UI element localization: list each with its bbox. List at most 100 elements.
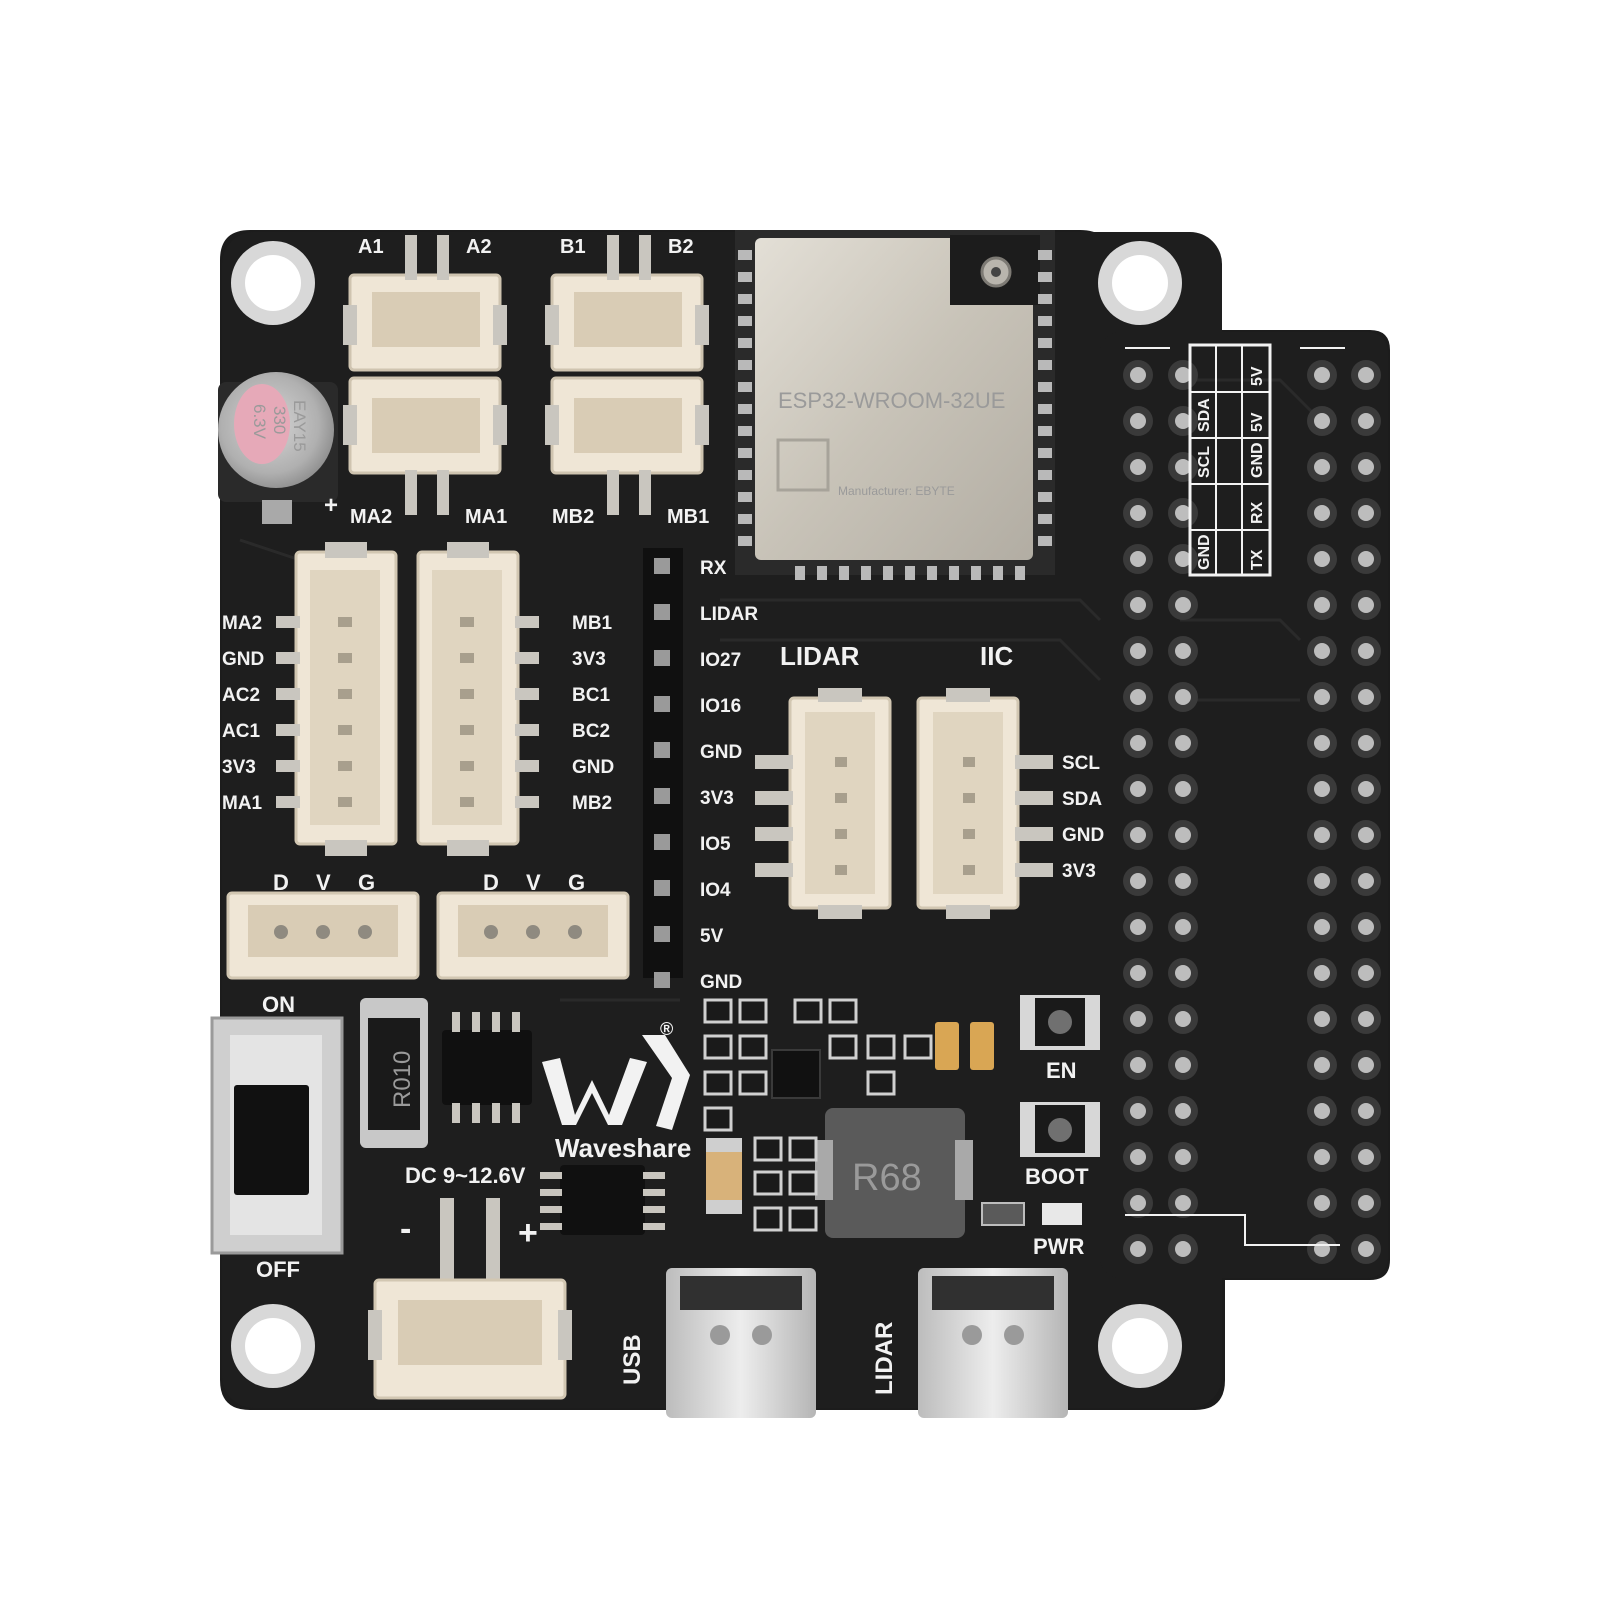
lidar-pin bbox=[755, 827, 793, 841]
left-header-label: MA1 bbox=[222, 793, 263, 814]
module-mfr: Manufacturer: EBYTE bbox=[838, 484, 955, 498]
header-pin bbox=[1314, 551, 1330, 567]
dc-plus: + bbox=[518, 1214, 538, 1252]
switch-off-label: OFF bbox=[256, 1257, 300, 1282]
header-pin bbox=[1130, 643, 1146, 659]
pin-column-label: IO5 bbox=[700, 834, 731, 855]
module-pad bbox=[738, 316, 752, 326]
right-header-label: BC2 bbox=[572, 721, 610, 742]
right-header-label: MB2 bbox=[572, 793, 612, 814]
header-pin bbox=[1175, 1149, 1191, 1165]
header-pin bbox=[1130, 689, 1146, 705]
lidar-contact bbox=[835, 793, 847, 803]
lidar-pin bbox=[755, 791, 793, 805]
iic-contact bbox=[963, 829, 975, 839]
header-pin bbox=[1175, 1011, 1191, 1027]
cap-text-3: 6.3V bbox=[250, 404, 269, 440]
header-pin bbox=[1175, 1195, 1191, 1211]
module-pad bbox=[738, 492, 752, 502]
iic-pin bbox=[1015, 827, 1053, 841]
encoder-pin bbox=[515, 616, 539, 628]
motor-connectors bbox=[343, 235, 709, 515]
header-pin bbox=[1358, 597, 1374, 613]
encoder-pin bbox=[515, 796, 539, 808]
usb-c-port[interactable] bbox=[666, 1268, 816, 1418]
module-pads bbox=[738, 250, 1052, 580]
en-button[interactable] bbox=[1020, 995, 1100, 1050]
left-header-label: 3V3 bbox=[222, 757, 256, 778]
pin-column-label: 3V3 bbox=[700, 788, 734, 809]
usb-c-lidar-port[interactable] bbox=[918, 1268, 1068, 1418]
iic-contact bbox=[963, 793, 975, 803]
smd-pad bbox=[703, 1106, 733, 1132]
label-a1: A1 bbox=[358, 236, 384, 258]
header-pin bbox=[1358, 1149, 1374, 1165]
usb-label: USB bbox=[619, 1334, 646, 1385]
gpio-table-cell: 5V bbox=[1249, 366, 1266, 386]
label-b1: B1 bbox=[560, 236, 586, 258]
encoder-pin bbox=[276, 616, 300, 628]
ic-leg bbox=[472, 1012, 480, 1032]
header-pin bbox=[1175, 781, 1191, 797]
module-pad bbox=[1038, 250, 1052, 260]
gpio-table-cell: SDA bbox=[1196, 398, 1213, 432]
servo1-d: D bbox=[273, 870, 289, 895]
header-pin bbox=[1358, 919, 1374, 935]
header-pin bbox=[1314, 459, 1330, 475]
ic-leg bbox=[643, 1223, 665, 1230]
module-pad bbox=[1038, 272, 1052, 282]
header-pin bbox=[1130, 1149, 1146, 1165]
boot-button[interactable] bbox=[1020, 1102, 1100, 1157]
encoder-pin bbox=[276, 688, 300, 700]
smd-pad bbox=[788, 1206, 818, 1232]
module-pad bbox=[738, 404, 752, 414]
brand-name: Waveshare bbox=[555, 1133, 691, 1163]
left-header-label: MA2 bbox=[222, 613, 262, 634]
header-pin bbox=[1175, 367, 1191, 383]
header-pin bbox=[1130, 781, 1146, 797]
label-mb2: MB2 bbox=[552, 506, 594, 528]
pin-column-pin bbox=[654, 972, 670, 988]
header-pin bbox=[1175, 1103, 1191, 1119]
header-pin bbox=[1358, 551, 1374, 567]
pin-column-pin bbox=[654, 742, 670, 758]
header-pin bbox=[1358, 505, 1374, 521]
encoder-contact bbox=[460, 761, 474, 771]
header-pin bbox=[1175, 1057, 1191, 1073]
smd-pad bbox=[753, 1206, 783, 1232]
module-pad bbox=[1038, 360, 1052, 370]
module-pad bbox=[1038, 426, 1052, 436]
header-pin bbox=[1130, 367, 1146, 383]
header-pin bbox=[1175, 965, 1191, 981]
header-pin bbox=[1175, 459, 1191, 475]
module-pad bbox=[738, 448, 752, 458]
esp32-module bbox=[735, 230, 1055, 575]
pwr-label: PWR bbox=[1033, 1234, 1084, 1259]
iic-contact bbox=[963, 865, 975, 875]
encoder-contact bbox=[460, 797, 474, 807]
header-pin bbox=[1358, 827, 1374, 843]
smd-pad bbox=[788, 1170, 818, 1196]
header-pin bbox=[1130, 459, 1146, 475]
header-pin bbox=[1130, 597, 1146, 613]
pin-column-pin bbox=[654, 834, 670, 850]
capacitor bbox=[218, 372, 338, 524]
encoder-pin bbox=[276, 796, 300, 808]
iic-pin bbox=[1015, 863, 1053, 877]
header-pin bbox=[1314, 689, 1330, 705]
smd-pad bbox=[903, 1034, 933, 1060]
ic-leg bbox=[452, 1012, 460, 1032]
header-pin bbox=[1314, 367, 1330, 383]
dc-minus: - bbox=[400, 1210, 411, 1248]
inductor-text: R68 bbox=[852, 1157, 922, 1199]
module-pad bbox=[738, 514, 752, 524]
shunt-resistor bbox=[360, 998, 428, 1148]
shunt-text: R010 bbox=[389, 1051, 416, 1108]
smd-pad bbox=[788, 1136, 818, 1162]
power-switch[interactable] bbox=[210, 1016, 344, 1255]
pin-column-label: LIDAR bbox=[700, 604, 758, 625]
gpio-table-cell: GND bbox=[1196, 534, 1213, 570]
header-pin bbox=[1175, 919, 1191, 935]
header-pin bbox=[1358, 367, 1374, 383]
encoder-pin bbox=[276, 652, 300, 664]
